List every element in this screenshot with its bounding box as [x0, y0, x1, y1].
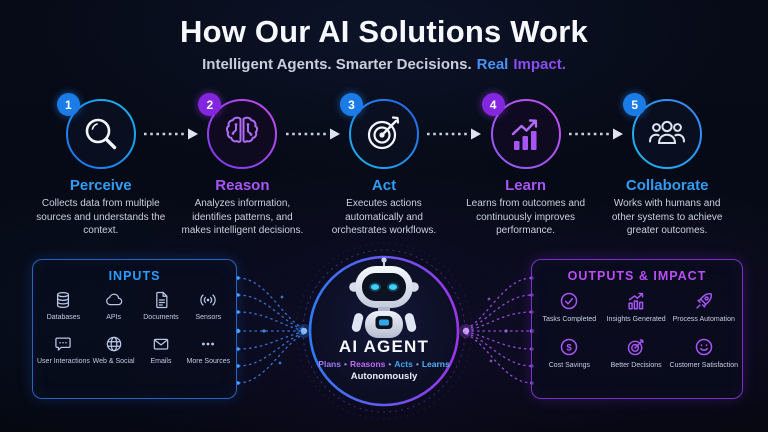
step-perceive: 1 Perceive Collects data from multiple s…: [30, 93, 172, 236]
target-arrow-icon: [627, 339, 644, 356]
step-name: Learn: [505, 177, 546, 194]
process-steps: 1 Perceive Collects data from multiple s…: [30, 93, 738, 236]
svg-text:$: $: [567, 342, 573, 353]
output-item-process-automation: Process Automation: [670, 290, 738, 323]
check-circle-icon: [561, 292, 578, 310]
step-act: 3 Act Executes actions automatically and…: [313, 93, 455, 236]
flow-arrow-icon: [427, 128, 481, 140]
input-item-apis: APIs: [90, 290, 137, 321]
input-item-databases: Databases: [37, 290, 90, 321]
step-collaborate: 5 Collaborate Works with hum: [596, 93, 738, 236]
agent-name: AI AGENT: [338, 337, 430, 356]
output-item-cost-savings: $ Cost Savings: [536, 336, 603, 369]
inputs-title: INPUTS: [108, 269, 161, 283]
step-name: Reason: [215, 177, 270, 194]
globe-icon: [106, 336, 121, 352]
output-item-better-decisions: Better Decisions: [603, 336, 670, 369]
robot-avatar: [349, 257, 419, 338]
input-item-emails: Emails: [137, 334, 184, 365]
agent-mode: Autonomously: [350, 371, 418, 382]
page-title: How Our AI Solutions Work: [180, 14, 588, 49]
cloud-icon: [105, 293, 122, 306]
step-name: Perceive: [69, 177, 132, 194]
step-number-badge: 2: [198, 93, 222, 116]
step-number-badge: 3: [339, 93, 363, 116]
envelope-icon: [153, 338, 169, 350]
flow-arrow-icon: [144, 128, 198, 140]
input-item-web-social: Web & Social: [90, 334, 137, 365]
output-item-insights-generated: Insights Generated: [603, 290, 670, 323]
step-name: Collaborate: [625, 177, 709, 194]
step-reason: 2 Reason Analyzes i: [172, 93, 314, 236]
input-item-documents: Documents: [137, 290, 184, 321]
page-subtitle: Intelligent Agents. Smarter Decisions.Re…: [0, 56, 768, 73]
step-learn: 4 Learn Learns from outcomes and continu…: [455, 93, 597, 236]
step-description: Learns from outcomes and continuously im…: [466, 198, 586, 236]
output-item-tasks-completed: Tasks Completed: [536, 290, 603, 323]
input-item-more-sources: More Sources: [185, 334, 232, 365]
outputs-title: OUTPUTS & IMPACT: [567, 269, 707, 283]
chat-bubble-icon: [55, 337, 72, 351]
input-item-user-interactions: User Interactions: [37, 334, 90, 365]
rocket-icon: [696, 293, 712, 309]
flow-arrow-icon: [569, 128, 623, 140]
step-number-badge: 1: [56, 93, 80, 116]
step-number-badge: 4: [481, 93, 505, 116]
dollar-circle-icon: $: [561, 338, 578, 356]
brain-icon: [207, 99, 278, 169]
target-icon: [348, 99, 419, 169]
subtitle-accent-purple: Impact.: [513, 56, 566, 73]
sensor-signal-icon: [200, 294, 217, 306]
ellipsis-icon: [202, 342, 215, 346]
document-icon: [156, 291, 168, 309]
step-description: Executes actions automatically and orche…: [331, 198, 437, 236]
magnifier-icon: [65, 99, 136, 169]
outputs-panel: OUTPUTS & IMPACT Tasks Completed Insight…: [531, 259, 743, 399]
step-description: Collects data from multiple sources and …: [36, 198, 166, 236]
output-item-customer-satisfaction: Customer Satisfaction: [670, 336, 738, 369]
growth-chart-icon: [490, 99, 561, 169]
subtitle-plain: Intelligent Agents. Smarter Decisions.: [202, 56, 472, 73]
input-item-sensors: Sensors: [185, 290, 232, 321]
bar-chart-arrow-icon: [628, 292, 644, 310]
people-group-icon: [632, 99, 703, 169]
flow-arrow-icon: [286, 128, 340, 140]
step-description: Works with humans and other systems to a…: [611, 198, 723, 236]
inputs-panel: INPUTS Databases APIs: [32, 259, 237, 399]
step-number-badge: 5: [623, 93, 647, 116]
step-description: Analyzes information, identifies pattern…: [181, 198, 304, 236]
agent-tagline: Plans•Reasons•Acts•Learns: [318, 359, 450, 369]
smiley-icon: [695, 338, 712, 356]
subtitle-accent-blue: Real: [476, 56, 509, 73]
database-icon: [57, 291, 70, 309]
step-name: Act: [371, 177, 397, 194]
